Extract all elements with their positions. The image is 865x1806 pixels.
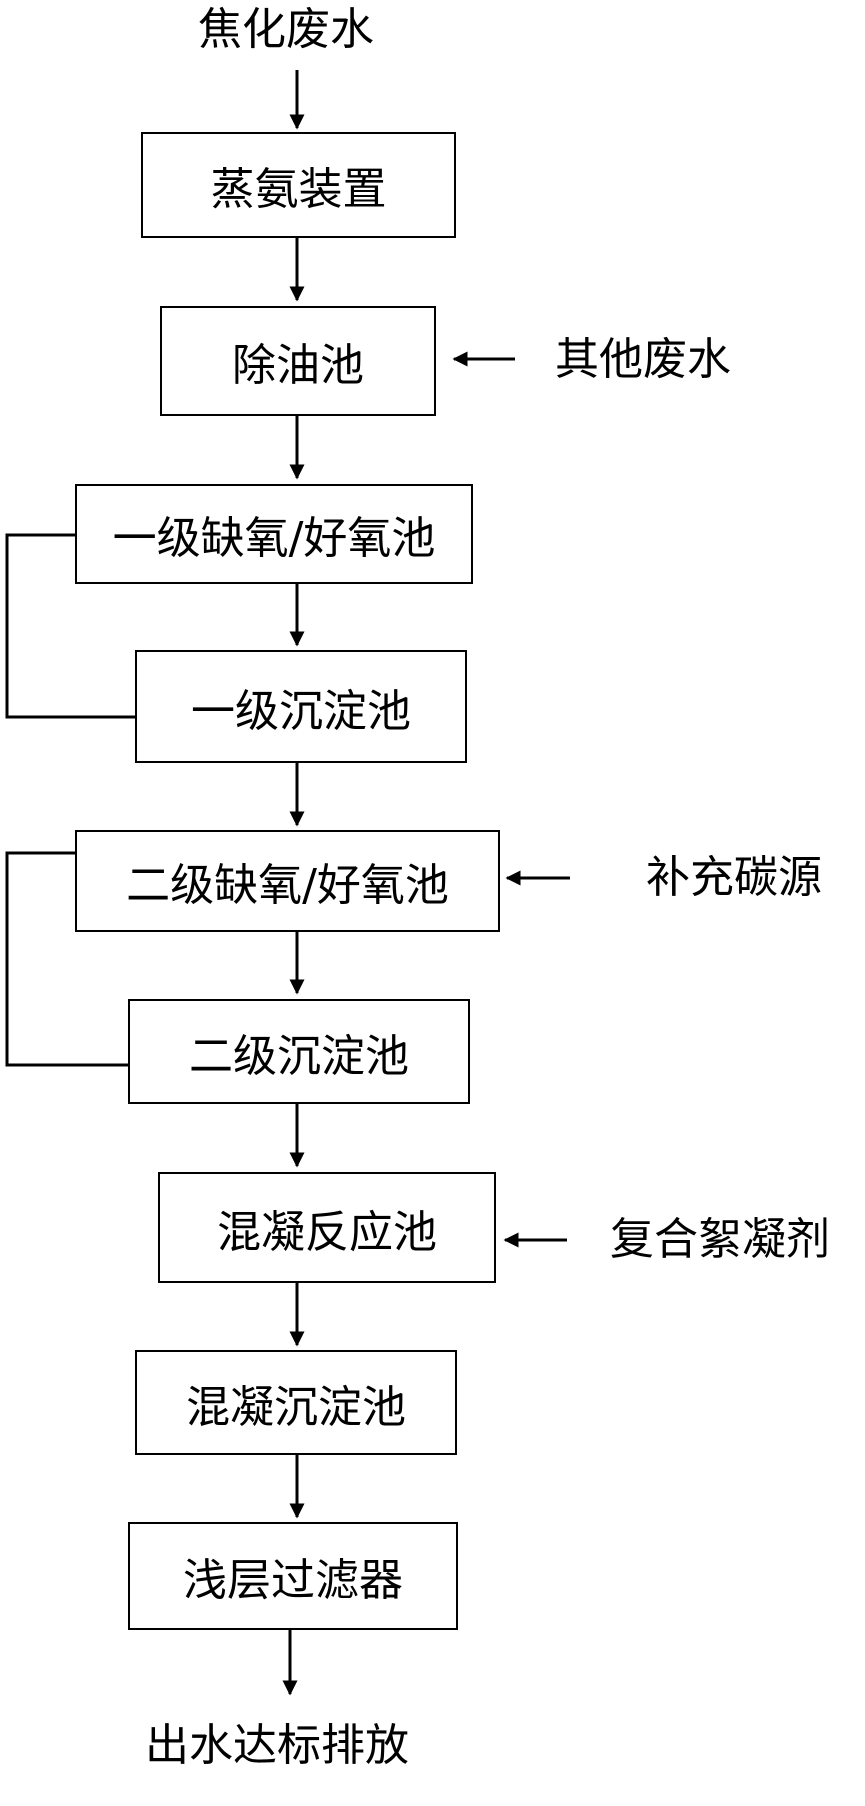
side-input-flocculant: 复合絮凝剂 <box>610 1214 830 1265</box>
process-box-ammonia-stripping: 蒸氨装置 <box>141 132 456 238</box>
side-input-other-wastewater: 其他废水 <box>555 334 731 385</box>
process-box-coagulation-sedimentation: 混凝沉淀池 <box>135 1350 457 1455</box>
input-label: 焦化废水 <box>198 4 374 55</box>
process-box-coagulation-reaction: 混凝反应池 <box>158 1172 496 1283</box>
process-box-oil-removal: 除油池 <box>160 306 436 416</box>
process-box-anoxic-oxic-2: 二级缺氧/好氧池 <box>75 830 500 932</box>
process-box-anoxic-oxic-1: 一级缺氧/好氧池 <box>75 484 473 584</box>
output-label: 出水达标排放 <box>145 1720 409 1771</box>
recycle-loop-2 <box>5 845 135 1067</box>
process-box-shallow-filter: 浅层过滤器 <box>128 1522 458 1630</box>
process-box-sedimentation-1: 一级沉淀池 <box>135 650 467 763</box>
recycle-loop-1 <box>5 527 135 719</box>
side-input-carbon-source: 补充碳源 <box>646 852 822 903</box>
process-box-sedimentation-2: 二级沉淀池 <box>128 999 470 1104</box>
